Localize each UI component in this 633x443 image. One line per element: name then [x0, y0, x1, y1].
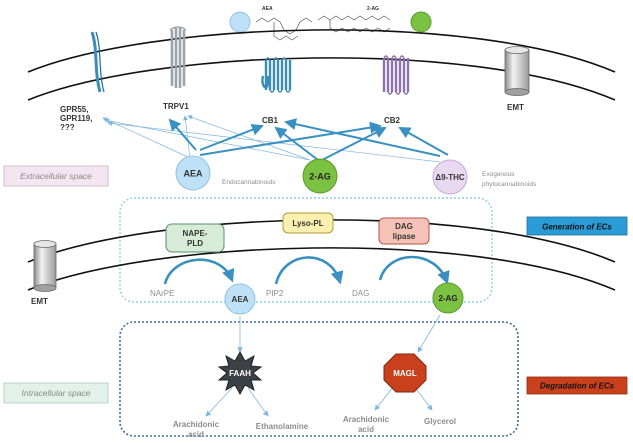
- exogenous-label-line2: phytocannabinoids: [482, 181, 537, 188]
- nape-pld-label-line2: PLD: [187, 239, 203, 248]
- exogenous-label-line1: Exogenous: [482, 171, 515, 178]
- faah-label: FAAH: [229, 369, 251, 378]
- cb2-label: CB2: [384, 116, 401, 125]
- intracellular-space-label: Intracellular space: [22, 388, 91, 398]
- emt-top-label: EMT: [507, 103, 524, 112]
- two-ag-generated-label: 2-AG: [438, 294, 457, 303]
- degradation-tag-label: Degradation of ECs: [540, 382, 615, 391]
- lyso-pl-label: Lyso-PL: [292, 219, 323, 228]
- two-ag-ligand: [302, 158, 338, 194]
- narpe-label: NArPE: [150, 289, 174, 298]
- gpr-label-line3: ???: [60, 123, 75, 132]
- nape-pld-enzyme: [165, 223, 225, 253]
- faah-star-icon: [217, 350, 263, 396]
- trpv1-label: TRPV1: [163, 102, 189, 111]
- emt-top-cylinder-icon: [504, 46, 530, 96]
- nape-pld-label-line1: NAPE-: [183, 229, 208, 238]
- plasma-membrane-outer: [27, 29, 616, 73]
- two-ag-ligand-label: 2-AG: [309, 172, 331, 182]
- arachidonic-acid-2-line2: acid: [358, 425, 374, 434]
- intracellular-space-tag: [3, 382, 109, 404]
- ethanolamine-label: Ethanolamine: [256, 422, 309, 431]
- endocannabinoids-label: Endocannabinoids: [222, 179, 276, 186]
- arachidonic-acid-1-line1: Arachidonic: [173, 420, 220, 429]
- extracellular-space-label: Extracellular space: [20, 171, 92, 181]
- inner-membrane-lower: [27, 247, 616, 291]
- aea-ligand: [175, 155, 211, 191]
- dag-lipase-label-line1: DAG: [395, 222, 413, 231]
- thc-ligand-label: Δ9-THC: [435, 173, 465, 182]
- aea-ligand-label: AEA: [183, 169, 203, 179]
- aea-generated-label: AEA: [232, 295, 249, 304]
- gpr-label-line1: GPR55,: [60, 105, 88, 114]
- plasma-membrane-inner: [27, 57, 616, 101]
- magl-octagon-icon: [383, 353, 427, 393]
- dag-lipase-label-line2: lipase: [393, 232, 416, 241]
- degradation-arrows: [205, 314, 441, 417]
- aea-structure-icon: [255, 17, 313, 41]
- arachidonic-acid-2-line1: Arachidonic: [343, 415, 390, 424]
- degradation-tag: [526, 376, 628, 395]
- extracellular-space-tag: [3, 165, 109, 187]
- generation-box: [119, 197, 493, 303]
- dag-lipase-enzyme: [378, 217, 430, 245]
- aea-molecule-label: AEA: [262, 6, 273, 12]
- cb1-receptor-icon: [261, 57, 292, 93]
- trpv1-receptor-icon: [169, 26, 187, 88]
- arachidonic-acid-1-line2: acid: [188, 430, 204, 439]
- conversion-arrows: [163, 255, 450, 285]
- emt-bottom-label: EMT: [31, 297, 48, 306]
- lyso-pl-enzyme: [282, 212, 334, 234]
- two-ag-molecule-label: 2-AG: [367, 6, 379, 12]
- cb1-label: CB1: [262, 116, 279, 125]
- aea-molecule-icon: [229, 11, 251, 33]
- magl-label: MAGL: [393, 369, 417, 378]
- thick-signal-arrows: [168, 118, 449, 161]
- generation-tag: [526, 216, 628, 236]
- gpr55-receptor-icon: [90, 31, 105, 93]
- thc-ligand: [432, 159, 468, 195]
- emt-bottom-cylinder-icon: [33, 240, 57, 292]
- dag-label: DAG: [352, 289, 369, 298]
- glycerol-label: Glycerol: [424, 417, 456, 426]
- generation-tag-label: Generation of ECs: [542, 223, 612, 232]
- degradation-box: [119, 321, 519, 437]
- gpr-label-line2: GPR119,: [60, 114, 92, 123]
- two-ag-generated: [432, 282, 464, 314]
- two-ag-molecule-icon: [410, 11, 432, 33]
- cb2-receptor-icon: [382, 55, 410, 95]
- pip2-label: PIP2: [266, 289, 284, 298]
- aea-generated: [224, 283, 256, 315]
